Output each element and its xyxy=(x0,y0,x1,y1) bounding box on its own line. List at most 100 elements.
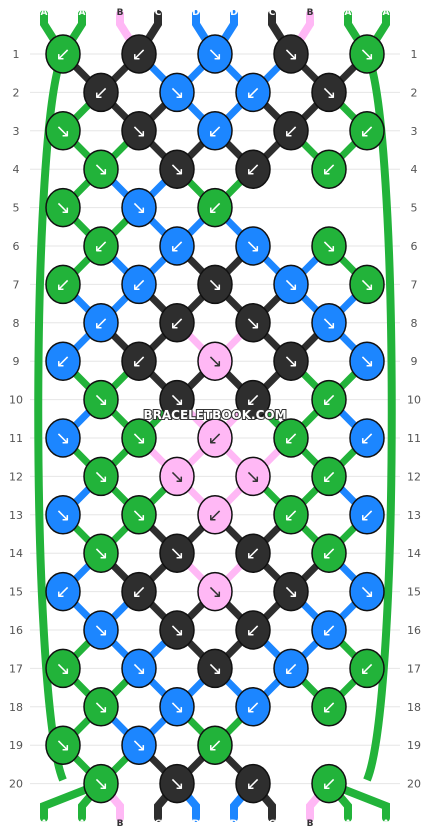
knot-oval xyxy=(197,34,233,74)
knot: ↘ xyxy=(45,187,81,228)
knot-oval xyxy=(273,34,309,74)
knot: ↙ xyxy=(121,264,157,305)
row-number-left: 20 xyxy=(9,778,23,791)
row-number-left: 6 xyxy=(13,240,20,253)
knot-arrow-icon: ↙ xyxy=(93,236,108,257)
knot: ↙ xyxy=(121,571,157,612)
knot: ↘ xyxy=(349,34,385,74)
knot-oval xyxy=(273,341,309,381)
strand-label-bottom: D xyxy=(192,819,199,829)
knot-arrow-icon: ↙ xyxy=(359,658,374,679)
knot-arrow-icon: ↘ xyxy=(359,274,374,295)
knot-arrow-icon: ↘ xyxy=(207,658,222,679)
knot: ↘ xyxy=(159,72,195,113)
knot-arrow-icon: ↙ xyxy=(321,390,336,411)
strand-label-bottom: B xyxy=(307,819,314,829)
knot: ↙ xyxy=(235,379,271,420)
knot: ↙ xyxy=(83,72,119,113)
knot: ↙ xyxy=(235,533,271,573)
knot: ↙ xyxy=(311,533,347,573)
strand-label-top: C xyxy=(155,8,162,18)
knot: ↙ xyxy=(311,687,347,727)
strand-label-top: A xyxy=(383,8,390,18)
knot: ↙ xyxy=(273,495,309,535)
row-number-right: 5 xyxy=(411,202,418,215)
knot-oval xyxy=(83,533,119,573)
knot: ↘ xyxy=(197,571,233,612)
knot-arrow-icon: ↘ xyxy=(169,697,184,718)
knot-oval xyxy=(235,763,271,804)
knot: ↙ xyxy=(121,34,157,74)
row-number-left: 2 xyxy=(13,86,20,99)
knot-arrow-icon: ↘ xyxy=(207,582,222,603)
knot-arrow-icon: ↘ xyxy=(283,274,298,295)
knot-arrow-icon: ↘ xyxy=(55,505,70,526)
knot-arrow-icon: ↘ xyxy=(169,159,184,180)
knot-arrow-icon: ↙ xyxy=(283,505,298,526)
row-number-left: 11 xyxy=(9,432,23,445)
knot: ↘ xyxy=(83,533,119,573)
knot-arrow-icon: ↘ xyxy=(359,44,374,65)
knot-arrow-icon: ↘ xyxy=(283,582,298,603)
knot-oval xyxy=(235,533,271,573)
knot-arrow-icon: ↙ xyxy=(131,44,146,65)
knot-oval xyxy=(83,610,119,650)
row-number-right: 8 xyxy=(411,317,418,330)
knot: ↙ xyxy=(235,610,271,650)
strand-label-top: C xyxy=(269,8,276,18)
knot-oval xyxy=(45,571,81,612)
knot: ↙ xyxy=(159,303,195,343)
knot-arrow-icon: ↘ xyxy=(283,351,298,372)
row-number-left: 13 xyxy=(9,509,23,522)
knot-oval xyxy=(349,571,385,612)
knot-oval xyxy=(197,648,233,689)
knot: ↙ xyxy=(83,226,119,266)
knot: ↘ xyxy=(159,456,195,497)
knot-oval xyxy=(349,495,385,535)
knot-oval xyxy=(197,187,233,228)
strand-label-bottom: D xyxy=(230,819,237,829)
knot-oval xyxy=(121,34,157,74)
knot-oval xyxy=(83,763,119,804)
knot: ↘ xyxy=(121,725,157,765)
knot-oval xyxy=(197,418,233,458)
knot: ↘ xyxy=(273,571,309,612)
knot-arrow-icon: ↙ xyxy=(245,697,260,718)
knot-arrow-icon: ↙ xyxy=(169,236,184,257)
knot-arrow-icon: ↘ xyxy=(207,274,222,295)
row-number-right: 11 xyxy=(407,432,421,445)
strand-label-bottom: A xyxy=(79,819,86,829)
knot: ↙ xyxy=(45,34,81,74)
knot-arrow-icon: ↙ xyxy=(131,274,146,295)
knot-oval xyxy=(121,648,157,689)
knot-arrow-icon: ↘ xyxy=(245,236,260,257)
knot-oval xyxy=(45,648,81,689)
knot: ↘ xyxy=(273,34,309,74)
knot-arrow-icon: ↙ xyxy=(321,697,336,718)
knot: ↙ xyxy=(197,111,233,151)
knot: ↘ xyxy=(349,264,385,305)
knot-arrow-icon: ↙ xyxy=(321,466,336,487)
knot-arrow-icon: ↘ xyxy=(207,44,222,65)
knot-oval xyxy=(349,341,385,381)
knot-oval xyxy=(83,226,119,266)
knot-oval xyxy=(273,264,309,305)
knot-oval xyxy=(45,111,81,151)
row-number-left: 8 xyxy=(13,317,20,330)
knot-arrow-icon: ↙ xyxy=(321,774,336,795)
knot: ↙ xyxy=(45,264,81,305)
knot: ↘ xyxy=(235,456,271,497)
row-number-left: 16 xyxy=(9,624,23,637)
knot: ↘ xyxy=(235,303,271,343)
knot-oval xyxy=(197,725,233,765)
knot-arrow-icon: ↘ xyxy=(93,774,108,795)
knot: ↘ xyxy=(83,763,119,804)
knot-oval xyxy=(273,648,309,689)
knot-oval xyxy=(311,72,347,113)
knot: ↘ xyxy=(197,264,233,305)
knot: ↙ xyxy=(349,111,385,151)
knot-arrow-icon: ↘ xyxy=(169,543,184,564)
knot: ↘ xyxy=(159,687,195,727)
knot-oval xyxy=(235,456,271,497)
row-number-left: 12 xyxy=(9,470,23,483)
